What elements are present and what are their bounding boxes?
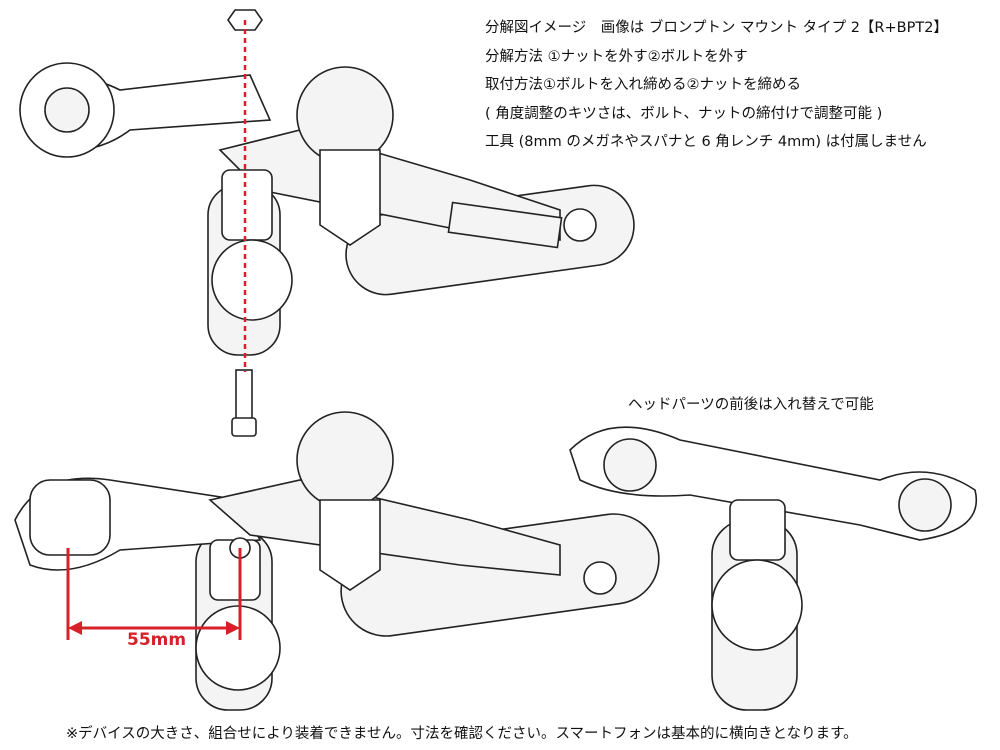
swap-note: ヘッドパーツの前後は入れ替えで可能 (628, 397, 874, 413)
dimension-label: 55mm (127, 630, 187, 650)
note-assembly: 取付方法①ボルトを入れ締める②ナットを締める (485, 77, 801, 93)
instructions: 分解図イメージ 画像は ブロンプトン マウント タイプ 2【R+BPT2】 分解… (485, 14, 948, 157)
footer-note: ※デバイスの大きさ、組合せにより装着できません。寸法を確認ください。スマートフォ… (66, 726, 858, 742)
dimension-55mm (66, 548, 242, 640)
note-adjustment: ( 角度調整のキツさは、ボルト、ナットの締付けで調整可能 ) (485, 105, 883, 122)
note-title: 分解図イメージ 画像は ブロンプトン マウント タイプ 2【R+BPT2】 (485, 20, 948, 36)
bottom-mount-assembly (14, 411, 660, 711)
top-mount-assembly (19, 62, 635, 356)
nut-bolt (227, 9, 263, 437)
swapped-head-assembly (569, 426, 978, 711)
note-disassembly: 分解方法 ①ナットを外す②ボルトを外す (485, 48, 748, 65)
note-tools: 工具 (8mm のメガネやスパナと 6 角レンチ 4mm) は付属しません (485, 134, 927, 150)
